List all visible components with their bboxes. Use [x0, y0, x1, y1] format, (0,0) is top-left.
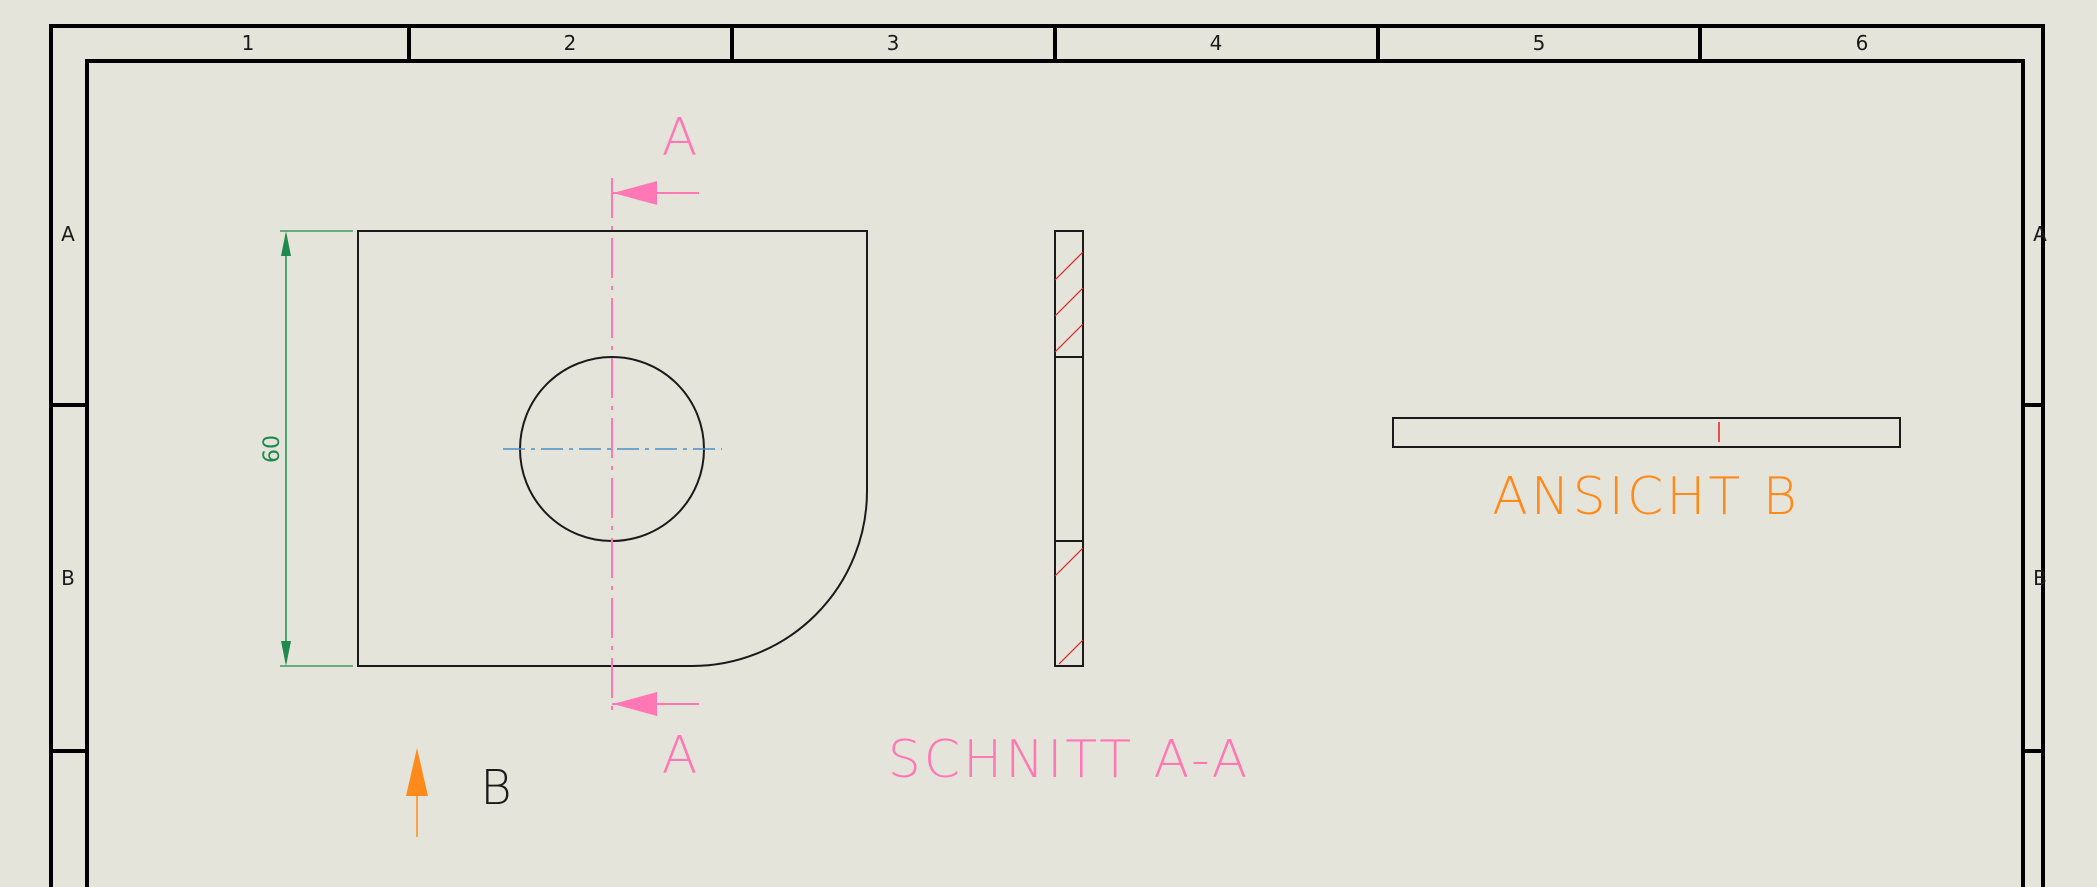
view-b-title: ANSICHT B [1492, 467, 1800, 527]
section-line-a-a: A A [611, 108, 701, 786]
zone-row-b-left: B [61, 566, 75, 590]
zone-column-6: 6 [1856, 31, 1869, 55]
section-hatching [1054, 251, 1084, 665]
section-marker-bottom: A [662, 726, 701, 786]
zone-column-1: 1 [242, 31, 255, 55]
view-arrow-icon [406, 748, 428, 796]
dimension-value: 60 [260, 435, 285, 463]
zone-row-a-right: A [2033, 222, 2047, 246]
view-arrow-b: B [406, 748, 512, 837]
plate-outline [357, 230, 868, 667]
auxiliary-view-b: ANSICHT B [1392, 417, 1901, 527]
hatch-line [1058, 639, 1084, 665]
zone-column-2: 2 [564, 31, 577, 55]
height-dimension: 60 [260, 230, 353, 667]
dimension-arrow-bottom-icon [281, 641, 291, 666]
zone-row-labels: A B A B [61, 222, 2047, 590]
dimension-arrow-top-icon [281, 231, 291, 256]
view-arrow-label: B [480, 760, 511, 816]
section-arrow-top-icon [613, 181, 657, 205]
hatch-line [1054, 251, 1084, 281]
zone-row-b-right: B [2033, 566, 2047, 590]
section-view-title: SCHNITT A-A [888, 730, 1250, 790]
section-marker-top: A [662, 108, 701, 168]
zone-column-3: 3 [887, 31, 900, 55]
section-arrow-bottom-icon [613, 692, 657, 716]
section-outline [1054, 230, 1084, 667]
sheet-frame [49, 24, 2045, 887]
outer-border [49, 24, 2045, 887]
zone-column-labels: 1 2 3 4 5 6 [242, 31, 1869, 55]
hatch-line [1054, 547, 1084, 577]
zone-column-5: 5 [1533, 31, 1546, 55]
hatch-line [1054, 323, 1084, 353]
section-view: SCHNITT A-A [888, 230, 1250, 790]
zone-column-4: 4 [1210, 31, 1223, 55]
view-b-outline [1392, 417, 1901, 448]
hatch-line [1054, 287, 1084, 317]
zone-row-a-left: A [61, 222, 75, 246]
